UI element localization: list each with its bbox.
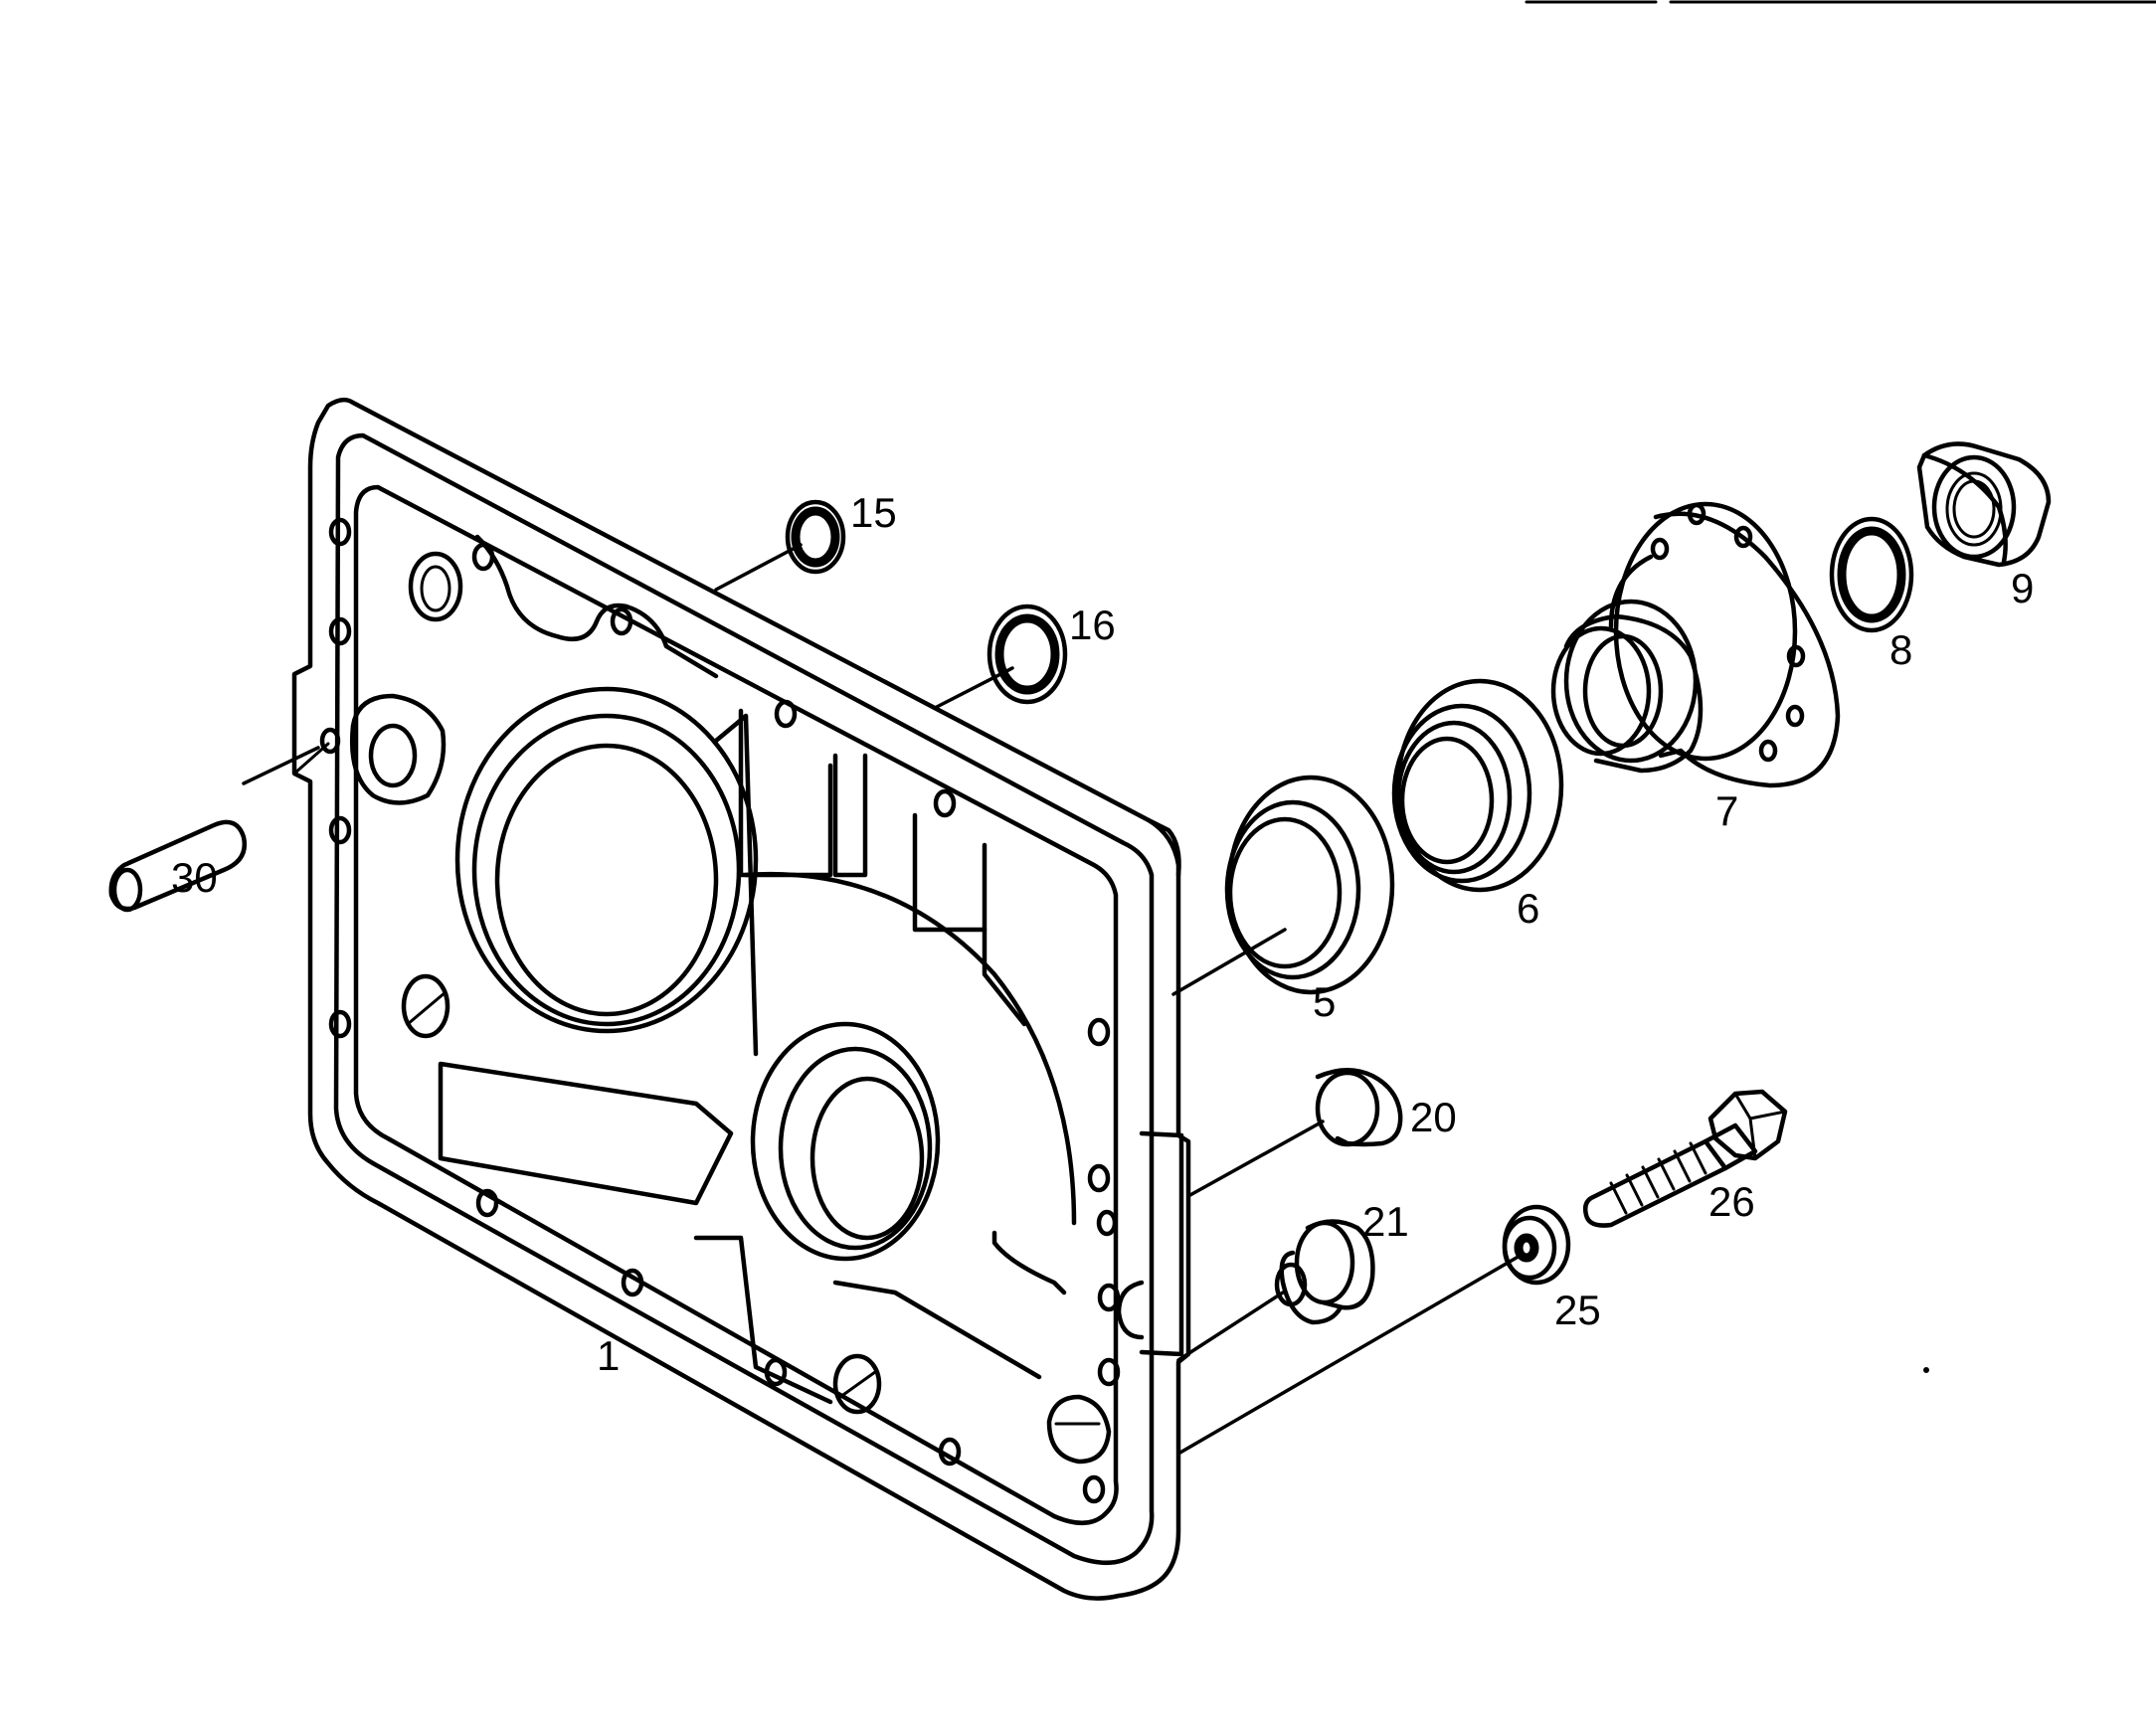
callout-25: 25 — [1554, 1287, 1601, 1333]
washer-25 — [1176, 1204, 1571, 1456]
flange-7 — [1550, 501, 1841, 788]
dowel-pin-30 — [108, 746, 320, 913]
oring-15 — [714, 499, 846, 592]
seal-5 — [1171, 775, 1395, 996]
washer-8 — [1829, 516, 1914, 633]
bearing-6 — [1391, 678, 1564, 893]
flange-nut-9 — [1916, 441, 2052, 568]
plug-20 — [1186, 1068, 1403, 1198]
callout-labels: 1 5 6 7 8 9 15 16 20 21 25 26 30 — [171, 489, 2034, 1379]
oring-16 — [933, 604, 1068, 710]
callout-26: 26 — [1708, 1178, 1755, 1225]
scan-artifacts — [1525, 0, 2156, 1373]
bolt-26 — [1582, 1089, 1788, 1228]
callout-5: 5 — [1313, 978, 1336, 1025]
callout-8: 8 — [1889, 626, 1912, 673]
callout-21: 21 — [1362, 1198, 1409, 1245]
callout-16: 16 — [1069, 602, 1116, 648]
callout-1: 1 — [597, 1332, 620, 1379]
housing-plate — [291, 397, 1191, 1601]
callout-7: 7 — [1715, 787, 1738, 834]
callout-6: 6 — [1517, 885, 1539, 932]
callout-15: 15 — [850, 489, 897, 536]
callout-30: 30 — [171, 854, 218, 901]
plug-21 — [1176, 1219, 1375, 1362]
callout-20: 20 — [1410, 1094, 1457, 1140]
callout-9: 9 — [2011, 565, 2034, 611]
